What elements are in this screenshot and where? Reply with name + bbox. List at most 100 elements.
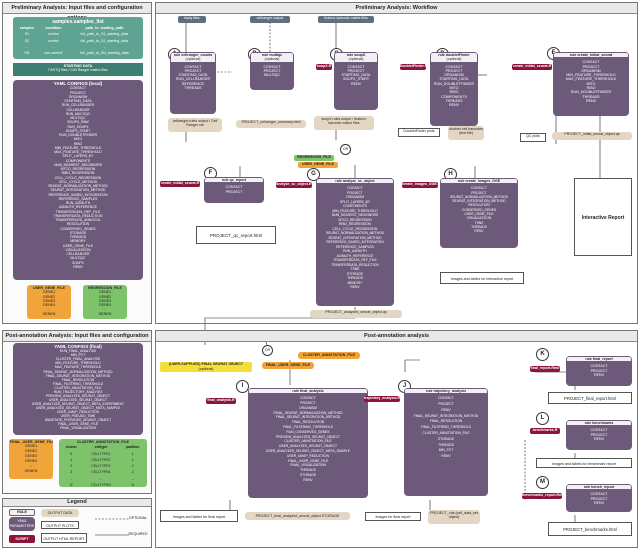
yaml-param: FINAL_SEURAT_NORMALIZATION_METHOD [43,369,113,374]
pre-inputs-panel: Preliminary Analysis: Input files and co… [2,2,152,324]
rule-j-title: rule trajectory_analysis [404,388,488,395]
legend-html-report: OUTPUT HTML REPORT [41,533,87,543]
yaml-param: RUN_MULTIQC [65,111,91,116]
input-user-gene-file: USER_GENE_FILE [298,162,338,168]
rule-e-title: rule create_initial_seurat [553,52,629,59]
rule-param: CONTACT [590,492,608,497]
rule-param: PROJECT [445,68,463,73]
legend-optional: OPTIONAL [128,516,148,520]
yaml-param: MIN_FEATURE_THRESHOLD [54,145,102,150]
output-initial-object: PROJECT_initial_seurat_object.qs [552,132,632,140]
table-cell: 2 [70,464,73,469]
rule-param: USER_GENE_FILE [464,212,494,217]
yaml-param: RIBO_REGRESSION [61,171,95,176]
rule-param: SPLIT_LAYERS_BY [340,199,370,204]
script-create-images: create_images_DGE.R [402,182,438,188]
input-cellranger-output: cellranger output [250,16,290,23]
rule-param: CONTACT [582,60,600,65]
table-cell: ... [25,44,29,49]
rule-param: CONTACT [184,64,202,69]
cluster-annotation-title: CLUSTER_ANNOTATION_FILE [76,440,130,444]
rule-param: PROJECT [184,68,202,73]
rule-param: PROJECT [590,368,608,373]
panel-title: Post-annotation Analysis: Input files an… [3,331,151,349]
input-user-supplied-object: (USER-SUPPLIED) FINAL SEURAT OBJECT(opti… [160,362,252,372]
yaml-param: MIN_PCT [70,353,86,358]
table-cell: ... [131,476,135,481]
rule-g-title: rule analyze_sc_object [316,178,394,185]
rule-param: RIBO_REGRESSION [339,222,371,227]
rule-param: THREADS [445,98,463,103]
input-regression-file: REGRESSION_FILE [294,155,334,161]
script-create-initial: create_initial_seurat.R [512,64,552,70]
yaml-param: PROJECT [70,90,86,95]
rule-param: RENV [351,81,361,86]
gene-item: GENE4 [98,303,112,308]
label-i: I [236,380,249,393]
rule-param: COMPONENTS [441,94,467,99]
rule-param: MIN_FEATURE_THRESHOLD [332,208,378,213]
table-cell: CELLTYPE2 [91,457,111,462]
table-cell: CELLTYPE3 [91,464,111,469]
gene-item: GENE3 [42,298,56,303]
gene-item: GENE2 [98,294,112,299]
output-images-trajectory: Images for final report [365,512,421,521]
yaml-param: RUN_TRAJECTORY_ANALYSIS [53,389,103,394]
rule-param: PROJECT [263,68,281,73]
rule-param: MEMORY [347,280,363,285]
rule-param: MTCO_REGRESSION [338,217,372,222]
column-header: partition [125,445,140,450]
legend-script: SCRIPT [9,535,35,543]
rule-param: FINAL_FILTERING_THRESHOLD [282,425,334,430]
yaml-final-title: YAML CONFIGS (final) [54,344,102,349]
rule-a-title: rule cellranger_counts(optional) [170,52,216,63]
yaml-param: NUM_NEAREST_NEIGHBORS [54,162,102,167]
rule-param: THREADS [582,94,600,99]
rule-param: PROJECT [582,64,600,69]
yaml-param: TRANSFERDATA_REF_FILE [55,209,101,214]
table-cell: full_path_to_SN_starting_data [80,51,129,56]
rule-param: THREADS [300,468,316,473]
rule-param: CONTACT [445,64,463,69]
column-header: cluster [65,445,77,450]
yaml-param: CLUSTER_ANNOTATION_FILE [54,385,102,390]
rule-param: FINAL_VISUALIZATION [290,463,326,468]
label-m: M [536,476,549,489]
rule-param: THREADS [438,442,454,447]
yaml-param: SOUPX_RAW [67,120,89,125]
table-cell: control [47,32,59,37]
rule-param: THREADS [471,224,487,229]
table-cell: full_path_to_S1_starting_data [80,32,129,37]
rule-param: FINAL_USER_GENE_FILE [287,458,329,463]
rule-param: RENV [303,477,313,482]
column-header: samples [19,26,35,30]
rule-param: MIN_FEATURE_THRESHOLD [566,73,616,78]
rule-param: STARTING_DATA [178,73,208,78]
yaml-param: CELLRANGER [66,252,90,257]
yaml-param: FINAL_RESOLUTION [61,377,95,382]
yaml-param: RENV [73,264,83,269]
yaml-param: TRANSFERDATA_REDUCTION [53,213,103,218]
